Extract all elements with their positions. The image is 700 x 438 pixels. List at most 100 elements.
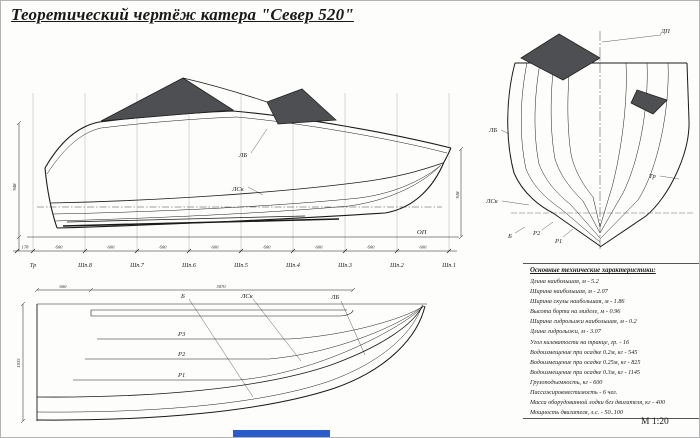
ski-length-dim: 3070 (216, 284, 226, 289)
b-label-leader (514, 226, 526, 234)
station-label-transom: Тр (30, 263, 36, 269)
spec-item-ski-beam: Ширина гидролыжи наибольшая, м - 0.2 (530, 318, 637, 326)
bow-sections (599, 62, 669, 240)
spec-item-depth: Высота борта на миделе, м - 0.96 (530, 308, 621, 316)
b-label-leader (188, 298, 254, 398)
deck-plan-line (36, 305, 426, 421)
drawing-title: Теоретический чертёж катера "Север 520" (11, 5, 354, 24)
hydro-ski-upper-line (66, 215, 306, 223)
strake-label: Б (180, 293, 185, 300)
blue-bar (233, 430, 330, 437)
dim-600: 600 (108, 245, 116, 250)
side-window-front-glass (630, 89, 668, 115)
lsk-label-leader (501, 200, 530, 206)
station-label-8: Шп.8 (77, 263, 92, 269)
dim-600: 600 (160, 245, 168, 250)
base-plane-label: ОП (417, 229, 428, 236)
chine-plan-line (36, 304, 424, 398)
station-label-1: Шп.1 (441, 263, 456, 269)
spec-item-power: Мощность двигателя, л.с. - 50..100 (530, 409, 623, 417)
hydro-ski-line (62, 218, 340, 227)
batten-lines (52, 164, 442, 222)
spec-item-displacement-02: Водоизмещение при осадке 0.2м, кг - 545 (530, 348, 638, 356)
sheer-label: ЛБ (488, 127, 497, 134)
spec-item-displacement-025: Водоизмещение при осадке 0.25м, кг - 825 (530, 358, 641, 366)
spec-item-deadrise: Угол килеватости на транце, гр. - 16 (530, 338, 630, 346)
half-breadth-plan (20, 287, 427, 424)
lb-label-leader (340, 300, 366, 356)
spec-item-length: Длина наибольшая, м - 5.2 (530, 278, 599, 285)
stern-sections (520, 62, 601, 243)
spec-item-payload: Грузоподъемность, кг - 600 (530, 378, 603, 386)
p2-label-leader (541, 221, 554, 231)
specs-block: Основные технические характеристики: Дли… (523, 263, 699, 419)
body-plan-texts: ДП ЛБ ЛСк Б Р2 Р1 Тр (485, 28, 671, 245)
strake-plan-line (36, 305, 423, 413)
sheer-label-leader (250, 128, 268, 154)
left-height-dim: 948 (12, 183, 17, 191)
station-label-4: Шп.4 (285, 262, 300, 269)
spec-item-capacity: Пассажировместимость - 6 чел. (530, 389, 618, 397)
p1-label: Р1 (177, 372, 185, 379)
dim-178: 178 (22, 245, 30, 250)
p1-label: Р1 (554, 238, 562, 245)
scale-label: М 1:20 (641, 417, 669, 427)
dim-600: 600 (264, 245, 272, 250)
diagonal-p2-line (85, 305, 424, 360)
p1-label-leader (562, 228, 574, 238)
windshield-front-glass (520, 33, 601, 81)
half-breadth-texts: Б ЛСк ЛБ Р3 Р2 Р1 600 3070 1035 (16, 284, 339, 379)
p3-label: Р3 (177, 331, 186, 338)
p2-label: Р2 (532, 230, 541, 237)
side-view-texts: ЛБ ЛСк ОП 178 600 600 600 600 600 600 60… (12, 152, 460, 269)
lb-label-leader (500, 129, 510, 135)
diagonal-p1-line (73, 305, 425, 381)
right-height-dim-line (458, 146, 464, 240)
top-dim-line (34, 287, 356, 293)
chine-label: ЛСк (485, 198, 499, 205)
lsk-label-leader (252, 298, 302, 362)
centerline-label: ДП (660, 28, 671, 35)
strake-label: Б (507, 233, 512, 240)
chine-line-label: ЛСк (231, 186, 245, 193)
keel-line (56, 161, 445, 229)
sheer-label: ЛБ (330, 294, 339, 301)
hydro-ski-plan (90, 309, 354, 317)
station-label-3: Шп.3 (337, 263, 352, 269)
chine-label: ЛСк (240, 293, 254, 300)
side-view (13, 77, 464, 254)
station-grid-lines (32, 93, 450, 251)
transom-label: Тр (649, 173, 656, 180)
bow-outer-section (599, 62, 690, 248)
body-plan (500, 31, 693, 251)
chine-line (50, 162, 444, 204)
dp-label-leader (601, 34, 662, 43)
dim-600: 600 (368, 245, 376, 250)
left-dim-line (20, 301, 26, 424)
spec-item-weight: Масса оборудованной лодки без двигателя,… (530, 399, 665, 407)
left-height-dim-line (16, 120, 22, 251)
cabin-roof-line (182, 77, 268, 103)
half-beam-dim: 1035 (16, 358, 21, 368)
side-window-glass (266, 88, 337, 125)
chine-label-leader (247, 186, 264, 196)
diagonal-p3-line (97, 306, 423, 340)
spec-item-chine-beam: Ширина скулы наибольшая, м - 1.86 (530, 298, 625, 306)
specs-heading: Основные технические характеристики: (530, 267, 656, 274)
deck-stringer-line (46, 116, 448, 175)
spec-item-beam: Ширина наибольшая, м - 2.07 (530, 288, 608, 296)
station-label-6: Шп.6 (181, 263, 196, 269)
windshield-glass (100, 77, 235, 122)
dim-600: 600 (316, 245, 324, 250)
left-span-dim: 600 (60, 284, 68, 289)
stern-outer-section (507, 62, 601, 247)
dim-600: 600 (420, 245, 428, 250)
station-label-7: Шп.7 (129, 263, 145, 269)
p2-label: Р2 (177, 351, 186, 358)
right-height-dim: 918 (455, 191, 460, 199)
stem-line (443, 147, 452, 163)
sheer-line-label: ЛБ (238, 152, 247, 159)
transom-edge (44, 167, 58, 229)
